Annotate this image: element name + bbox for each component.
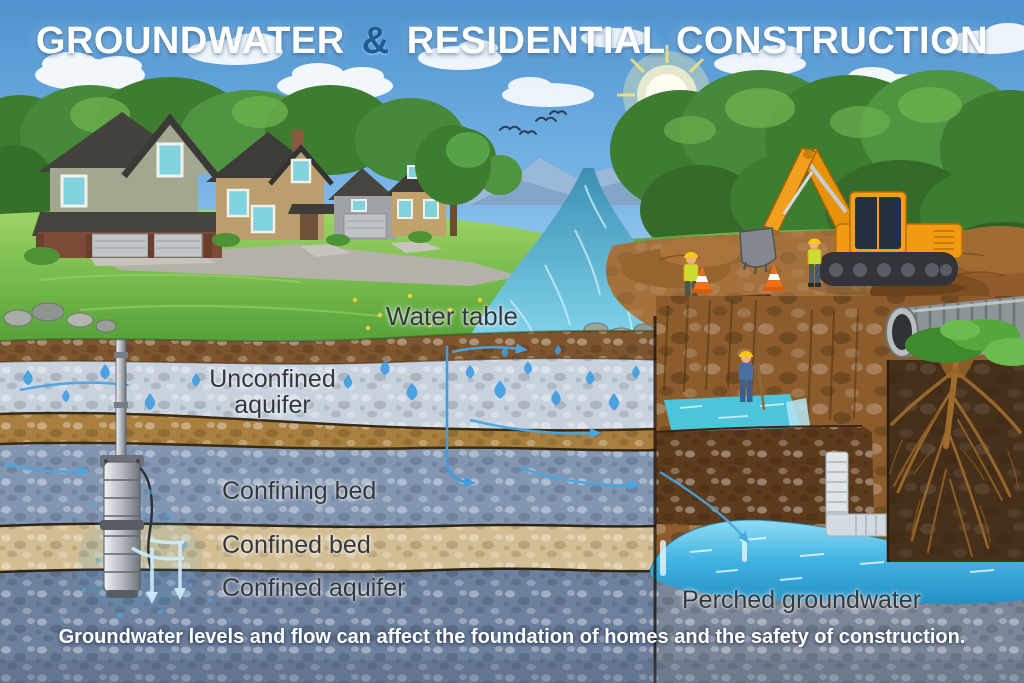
window	[156, 142, 184, 178]
house-3	[328, 168, 398, 240]
garage-door	[343, 213, 387, 239]
flowers	[352, 293, 483, 331]
pump-cable	[139, 467, 154, 573]
shrub	[905, 319, 1024, 366]
label-water-table: Water table	[386, 301, 518, 331]
window	[250, 204, 276, 234]
house-1	[32, 112, 224, 258]
label-confining-bed: Confining bed	[222, 477, 377, 505]
label-perched-groundwater: Perched groundwater	[682, 586, 922, 614]
window	[226, 188, 250, 218]
bird-icons	[499, 110, 567, 135]
water-drip	[660, 540, 666, 576]
well-pump-icon	[78, 330, 202, 612]
trench-water	[664, 394, 802, 434]
title-ampersand: &	[361, 20, 390, 62]
label-confined-aquifer: Confined aquifer	[222, 574, 406, 602]
title-word-residential-construction: RESIDENTIAL CONSTRUCTION	[406, 20, 989, 62]
garage-door	[91, 233, 149, 258]
house-2	[206, 130, 340, 240]
window	[290, 158, 312, 184]
window	[423, 199, 439, 219]
water-table-line	[445, 346, 477, 489]
label-confined-bed: Confined bed	[222, 531, 371, 559]
bottom-caption: Groundwater levels and flow can affect t…	[58, 626, 966, 648]
construction-worker-icon	[739, 351, 766, 411]
traffic-cone-icon	[763, 264, 785, 291]
page-title: GROUNDWATER & RESIDENTIAL CONSTRUCTION	[0, 20, 1024, 63]
window	[397, 199, 413, 219]
title-word-groundwater: GROUNDWATER	[35, 20, 345, 62]
garage-door	[153, 233, 203, 258]
groundwater-speckles	[60, 489, 232, 642]
door	[300, 206, 318, 240]
construction-worker-icon	[807, 238, 822, 287]
traffic-cone-icon	[691, 266, 713, 293]
excavator-bucket	[739, 227, 777, 268]
tree-roots-icon	[889, 360, 1022, 557]
excavator-icon	[739, 147, 966, 296]
tree	[415, 125, 491, 236]
cross-section-left	[0, 330, 656, 683]
yard-bushes	[24, 231, 432, 265]
bottom-shading	[0, 660, 1024, 683]
label-unconfined-aquifer: Unconfined aquifer	[209, 365, 336, 420]
window	[60, 174, 88, 208]
pump-intake-arrows	[131, 538, 185, 592]
